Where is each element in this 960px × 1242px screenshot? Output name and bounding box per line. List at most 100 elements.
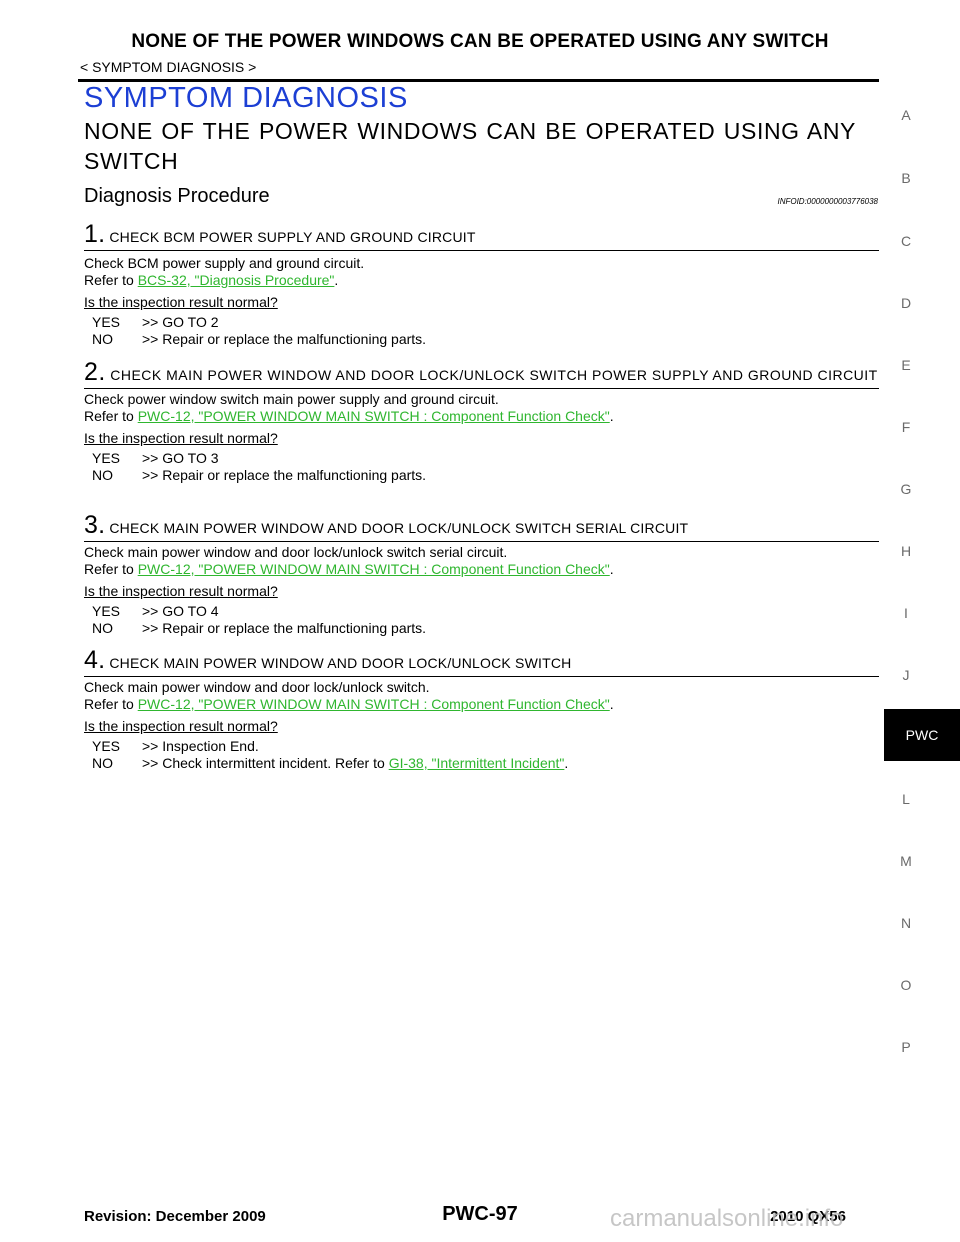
- answer-key: NO: [92, 620, 113, 636]
- answer-list: YES >> GO TO 2 NO >> Repair or replace the…: [84, 314, 879, 348]
- page-header-title: NONE OF THE POWER WINDOWS CAN BE OPERATE…: [131, 31, 829, 52]
- side-index-m[interactable]: M: [900, 853, 912, 869]
- step-divider: [84, 676, 879, 677]
- answer-prefix: >> Check intermittent incident. Refer to: [142, 755, 389, 771]
- step-number: 1.: [84, 220, 106, 248]
- side-index-e[interactable]: E: [901, 357, 911, 373]
- step-divider: [84, 388, 879, 389]
- answer-key: NO: [92, 755, 113, 771]
- header-divider: [78, 79, 879, 82]
- step-number: 3.: [84, 511, 106, 539]
- answer-text: >> Inspection End.: [142, 738, 259, 754]
- answer-key: YES: [92, 738, 121, 754]
- main-title: NONE OF THE POWER WINDOWS CAN BE OPERATE…: [84, 118, 856, 174]
- answer-no: NO >> Repair or replace the malfunctionin…: [92, 620, 879, 637]
- answer-no: NO >> Repair or replace the malfunctionin…: [92, 467, 879, 484]
- reference-link[interactable]: PWC-12, "POWER WINDOW MAIN SWITCH : Comp…: [137, 696, 610, 712]
- answer-text: >> GO TO 3: [142, 450, 219, 466]
- step-heading: 1. CHECK BCM POWER SUPPLY AND GROUND CIR…: [84, 222, 879, 248]
- refer-label: Refer to: [84, 561, 138, 577]
- step-instruction: Check main power window and door lock/un…: [84, 679, 430, 695]
- side-index-l[interactable]: L: [902, 791, 910, 807]
- side-index-h[interactable]: H: [900, 543, 912, 559]
- answer-text: >> Check intermittent incident. Refer to…: [142, 755, 568, 772]
- answer-list: YES >> GO TO 3 NO >> Repair or replace the…: [84, 450, 879, 484]
- side-index-b[interactable]: B: [901, 170, 911, 186]
- step-reference: Refer to PWC-12, "POWER WINDOW MAIN SWIT…: [84, 696, 879, 713]
- step-3: 3. CHECK MAIN POWER WINDOW AND DOOR LOCK…: [84, 513, 879, 637]
- refer-label: Refer to: [84, 696, 138, 712]
- step-4: 4. CHECK MAIN POWER WINDOW AND DOOR LOCK…: [84, 648, 879, 772]
- answer-text: >> Repair or replace the malfunctioning …: [142, 467, 427, 483]
- answer-text: >> Repair or replace the malfunctioning …: [142, 620, 427, 636]
- refer-suffix: .: [334, 272, 339, 288]
- answer-yes: YES >> GO TO 2: [92, 314, 879, 331]
- refer-suffix: .: [609, 561, 614, 577]
- step-title: CHECK MAIN POWER WINDOW AND DOOR LOCK/UN…: [109, 655, 572, 671]
- step-divider: [84, 541, 879, 542]
- side-index-c[interactable]: C: [900, 233, 912, 249]
- step-heading: 4. CHECK MAIN POWER WINDOW AND DOOR LOCK…: [84, 648, 879, 674]
- inspection-question: Is the inspection result normal?: [84, 430, 278, 446]
- step-instruction: Check main power window and door lock/un…: [84, 544, 508, 560]
- side-index-g[interactable]: G: [900, 481, 912, 497]
- side-index-n[interactable]: N: [900, 915, 912, 931]
- step-number: 2.: [84, 358, 106, 386]
- answer-text: >> GO TO 2: [142, 314, 219, 330]
- footer-revision: Revision: December 2009: [84, 1208, 266, 1225]
- step-title: CHECK MAIN POWER WINDOW AND DOOR LOCK/UN…: [109, 520, 689, 536]
- watermark: carmanualsonline.info: [610, 1205, 844, 1232]
- answer-key: NO: [92, 467, 113, 483]
- side-tab-pwc[interactable]: PWC: [884, 709, 960, 761]
- side-index-a[interactable]: A: [901, 107, 911, 123]
- answer-no: NO >> Repair or replace the malfunctionin…: [92, 331, 879, 348]
- step-divider: [84, 250, 879, 251]
- refer-suffix: .: [609, 696, 614, 712]
- side-index-f[interactable]: F: [901, 419, 911, 435]
- answer-text: >> Repair or replace the malfunctioning …: [142, 331, 427, 347]
- answer-no: NO >> Check intermittent incident. Refer …: [92, 755, 879, 772]
- step-heading: 3. CHECK MAIN POWER WINDOW AND DOOR LOCK…: [84, 513, 879, 539]
- section-title: SYMPTOM DIAGNOSIS: [84, 82, 408, 114]
- answer-key: YES: [92, 314, 121, 330]
- step-reference: Refer to PWC-12, "POWER WINDOW MAIN SWIT…: [84, 408, 879, 425]
- answer-yes: YES >> GO TO 3: [92, 450, 879, 467]
- side-index-i[interactable]: I: [904, 605, 908, 621]
- answer-list: YES >> GO TO 4 NO >> Repair or replace the…: [84, 603, 879, 637]
- inspection-question: Is the inspection result normal?: [84, 583, 278, 599]
- info-id: INFOID:0000000003776038: [777, 197, 878, 206]
- footer-model: 2010 QX56: [770, 1208, 846, 1225]
- step-title: CHECK BCM POWER SUPPLY AND GROUND CIRCUI…: [109, 229, 476, 245]
- refer-suffix: .: [609, 408, 614, 424]
- step-title: CHECK MAIN POWER WINDOW AND DOOR LOCK/UN…: [110, 367, 878, 383]
- inspection-question: Is the inspection result normal?: [84, 718, 278, 734]
- answer-list: YES >> Inspection End. NO >> Check intermi…: [84, 738, 879, 772]
- step-reference: Refer to BCS-32, "Diagnosis Procedure".: [84, 272, 879, 289]
- step-instruction: Check BCM power supply and ground circui…: [84, 255, 365, 271]
- side-index-d[interactable]: D: [900, 295, 912, 311]
- intermittent-incident-link[interactable]: GI-38, "Intermittent Incident": [388, 755, 565, 771]
- answer-text: >> GO TO 4: [142, 603, 219, 619]
- answer-key: YES: [92, 450, 121, 466]
- answer-suffix: .: [564, 755, 569, 771]
- step-reference: Refer to PWC-12, "POWER WINDOW MAIN SWIT…: [84, 561, 879, 578]
- reference-link[interactable]: PWC-12, "POWER WINDOW MAIN SWITCH : Comp…: [137, 561, 610, 577]
- step-heading: 2. CHECK MAIN POWER WINDOW AND DOOR LOCK…: [84, 360, 879, 386]
- step-number: 4.: [84, 646, 106, 674]
- side-index-p[interactable]: P: [901, 1039, 911, 1055]
- footer-page-number: PWC-97: [442, 1203, 518, 1225]
- refer-label: Refer to: [84, 272, 138, 288]
- refer-label: Refer to: [84, 408, 138, 424]
- answer-yes: YES >> Inspection End.: [92, 738, 879, 755]
- procedure-title: Diagnosis Procedure: [84, 185, 270, 207]
- answer-yes: YES >> GO TO 4: [92, 603, 879, 620]
- reference-link[interactable]: BCS-32, "Diagnosis Procedure": [137, 272, 335, 288]
- answer-key: NO: [92, 331, 113, 347]
- reference-link[interactable]: PWC-12, "POWER WINDOW MAIN SWITCH : Comp…: [137, 408, 610, 424]
- side-index-o[interactable]: O: [900, 977, 912, 993]
- inspection-question: Is the inspection result normal?: [84, 294, 278, 310]
- step-1: 1. CHECK BCM POWER SUPPLY AND GROUND CIR…: [84, 222, 879, 348]
- answer-key: YES: [92, 603, 121, 619]
- step-instruction: Check power window switch main power sup…: [84, 391, 499, 407]
- side-index-j[interactable]: J: [902, 667, 910, 683]
